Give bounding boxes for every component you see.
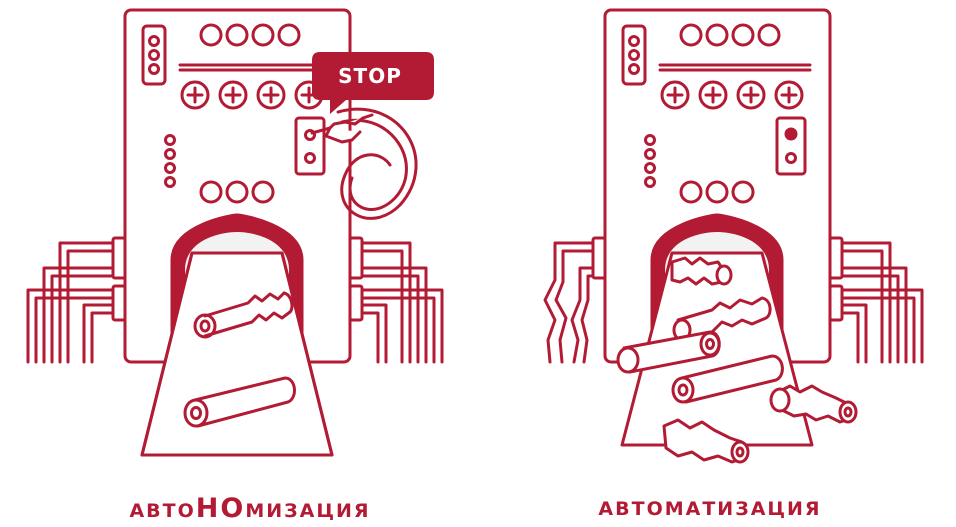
- right-machine: [543, 8, 924, 464]
- left-caption-highlight: НО: [195, 493, 246, 524]
- right-tube-6: [662, 418, 750, 464]
- left-machine-pipes-right: [348, 236, 444, 364]
- right-switch-box: [775, 116, 807, 176]
- right-caption: АВТОМАТИЗАЦИЯ: [598, 498, 822, 520]
- left-hand: [310, 113, 374, 144]
- right-tube-3: [616, 330, 721, 374]
- left-caption: АВТОНОМИЗАЦИЯ: [120, 494, 380, 524]
- right-tube-5: [769, 384, 858, 424]
- left-tube-1: [193, 291, 294, 339]
- right-tube-4: [671, 354, 784, 404]
- left-caption-prefix: АВТО: [129, 500, 196, 522]
- left-switch-box: [294, 116, 326, 176]
- right-tube-1: [670, 256, 733, 286]
- right-machine-knobs: [660, 80, 804, 110]
- stop-label: STOP: [338, 64, 402, 88]
- left-tube-2: [183, 376, 296, 428]
- left-machine-pipes-left: [26, 236, 127, 364]
- left-caption-suffix: МИЗАЦИЯ: [245, 500, 371, 522]
- stop-bubble: STOP: [312, 52, 434, 114]
- right-machine-pipes-right: [828, 236, 924, 364]
- left-machine: [26, 8, 444, 457]
- right-machine-pipes-left: [543, 236, 607, 364]
- right-tube-2: [672, 296, 772, 342]
